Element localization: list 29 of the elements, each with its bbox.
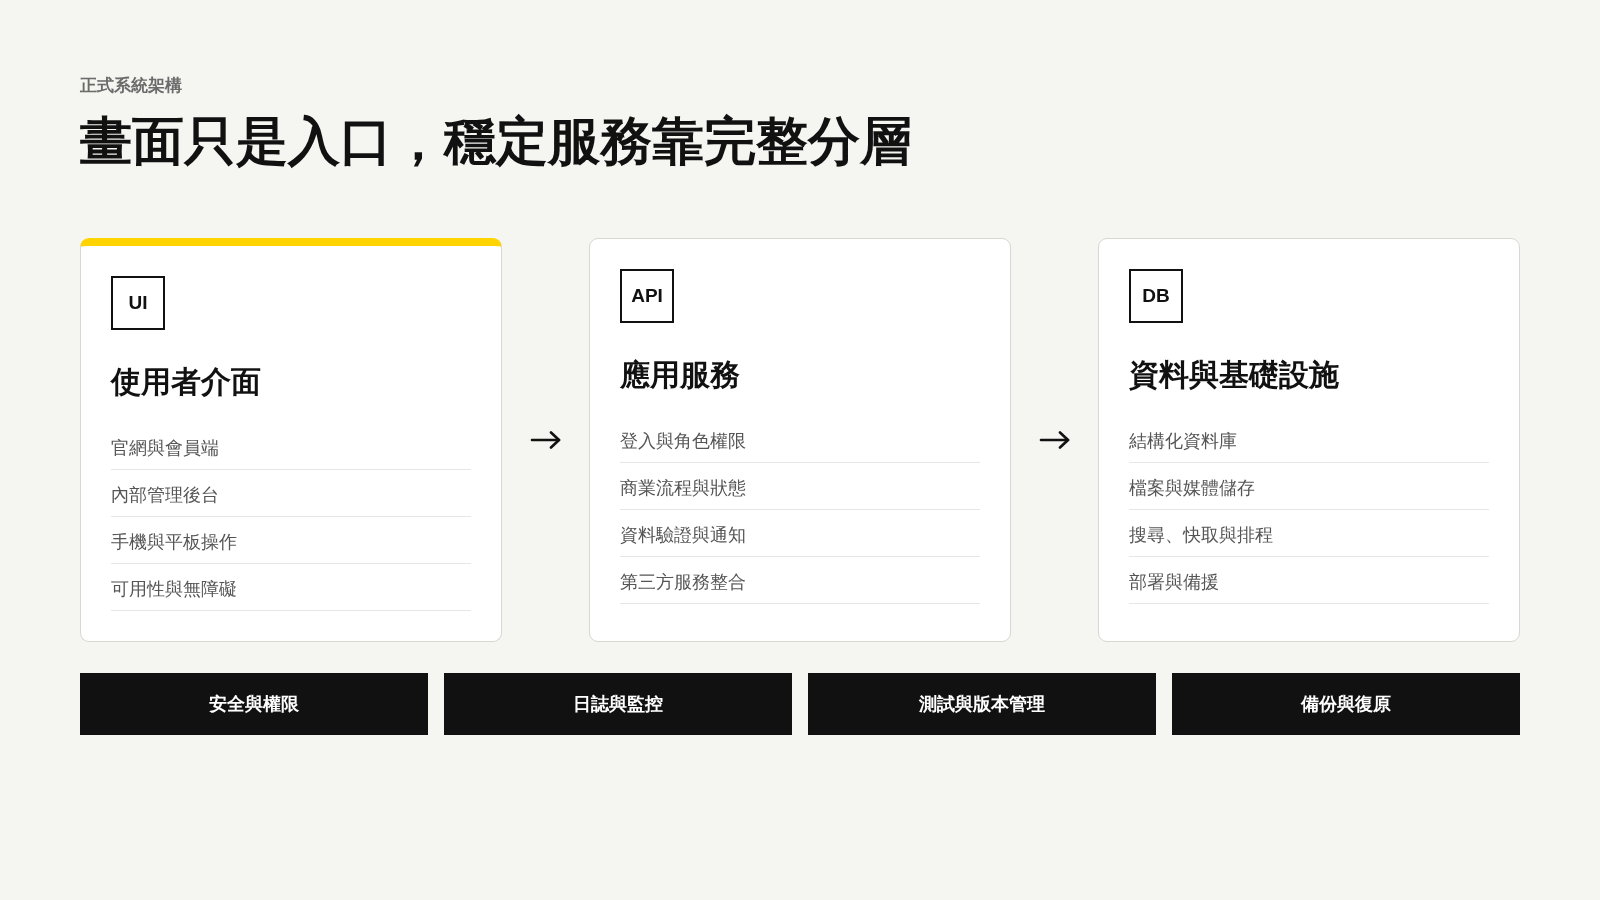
layer-item: 內部管理後台 (111, 470, 471, 517)
page-title: 畫面只是入口，穩定服務靠完整分層 (80, 111, 912, 172)
layer-item: 資料驗證與通知 (620, 510, 980, 557)
capability-bar: 測試與版本管理 (808, 673, 1156, 735)
layer-item: 結構化資料庫 (1129, 416, 1489, 463)
layer-item: 可用性與無障礙 (111, 564, 471, 611)
layer-item: 官網與會員端 (111, 423, 471, 470)
layer-tag: API (620, 269, 674, 323)
eyebrow-label: 正式系統架構 (80, 75, 182, 97)
layer-item: 檔案與媒體儲存 (1129, 463, 1489, 510)
layer-heading: 使用者介面 (111, 364, 261, 400)
layer-item: 部署與備援 (1129, 557, 1489, 604)
layer-card (80, 238, 502, 642)
layer-item: 登入與角色權限 (620, 416, 980, 463)
layer-heading: 資料與基礎設施 (1129, 357, 1339, 393)
arrow (1039, 431, 1070, 449)
layer-card (1098, 238, 1520, 642)
capability-bar: 日誌與監控 (444, 673, 792, 735)
layer-tag: UI (111, 276, 165, 330)
capability-bar: 備份與復原 (1172, 673, 1520, 735)
arrow (530, 431, 561, 449)
layer-heading: 應用服務 (620, 357, 740, 393)
layer-item: 第三方服務整合 (620, 557, 980, 604)
layer-item: 手機與平板操作 (111, 517, 471, 564)
layer-tag: DB (1129, 269, 1183, 323)
capability-bar: 安全與權限 (80, 673, 428, 735)
layer-item: 搜尋、快取與排程 (1129, 510, 1489, 557)
layer-item: 商業流程與狀態 (620, 463, 980, 510)
layer-card (589, 238, 1011, 642)
